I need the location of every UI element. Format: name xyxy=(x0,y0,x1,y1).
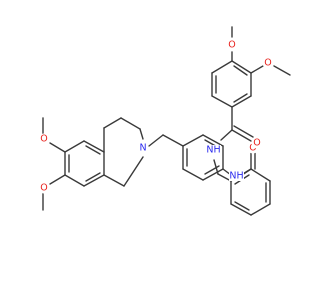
bond xyxy=(64,140,85,153)
bond xyxy=(162,134,184,147)
atom-n-ring: N xyxy=(137,142,149,154)
bond xyxy=(182,134,204,147)
atom-label: O xyxy=(264,58,271,69)
bond xyxy=(250,168,271,182)
bond xyxy=(148,134,164,147)
bond xyxy=(231,95,252,108)
bond xyxy=(103,174,125,187)
bond xyxy=(83,174,105,187)
structure-svg: O O N NH O NH O O xyxy=(38,26,291,216)
molecule-diagram: O O N NH O NH O O xyxy=(38,26,291,216)
atom-label: O xyxy=(253,138,260,149)
bond xyxy=(231,129,252,142)
bond xyxy=(217,173,232,182)
atom-label: O xyxy=(228,40,235,51)
bond xyxy=(233,93,248,103)
bond xyxy=(211,95,233,108)
bond xyxy=(103,117,122,129)
atom-nh-benzamide: NH xyxy=(206,145,221,156)
bond xyxy=(202,168,224,181)
bond xyxy=(139,128,144,140)
atom-label: NH xyxy=(206,145,220,156)
bond xyxy=(182,168,204,181)
bond xyxy=(123,156,144,187)
bond xyxy=(49,142,66,153)
bonds xyxy=(42,26,291,216)
bond xyxy=(213,159,219,175)
bond xyxy=(234,201,250,211)
bond xyxy=(250,203,271,216)
atom-label: O xyxy=(40,183,47,194)
atom-o-methoxy-b: O xyxy=(38,182,50,194)
bond xyxy=(230,203,252,216)
bond xyxy=(231,60,252,74)
atom-label: NH xyxy=(229,171,243,182)
atom-label: O xyxy=(40,134,47,145)
bond xyxy=(250,65,264,74)
atom-nh-anilide: NH xyxy=(229,171,244,182)
bond xyxy=(83,140,105,153)
bond xyxy=(85,145,101,155)
atom-label: O xyxy=(249,143,256,154)
bond xyxy=(220,129,233,141)
bond xyxy=(233,65,248,76)
bond xyxy=(202,134,224,147)
atom-o-methoxy-a: O xyxy=(38,133,50,145)
atom-labels: O O N NH O NH O O xyxy=(38,39,274,194)
bond xyxy=(85,172,101,182)
atom-label: N xyxy=(139,143,146,154)
bond xyxy=(211,60,233,74)
bond xyxy=(64,174,85,187)
atom-o-amide-right: O xyxy=(251,137,263,149)
bond xyxy=(233,125,254,138)
bond xyxy=(273,65,291,76)
atom-o-methoxy-d: O xyxy=(262,57,274,69)
atom-o-methoxy-c: O xyxy=(226,39,238,51)
bond xyxy=(49,174,66,185)
bond xyxy=(120,117,141,130)
